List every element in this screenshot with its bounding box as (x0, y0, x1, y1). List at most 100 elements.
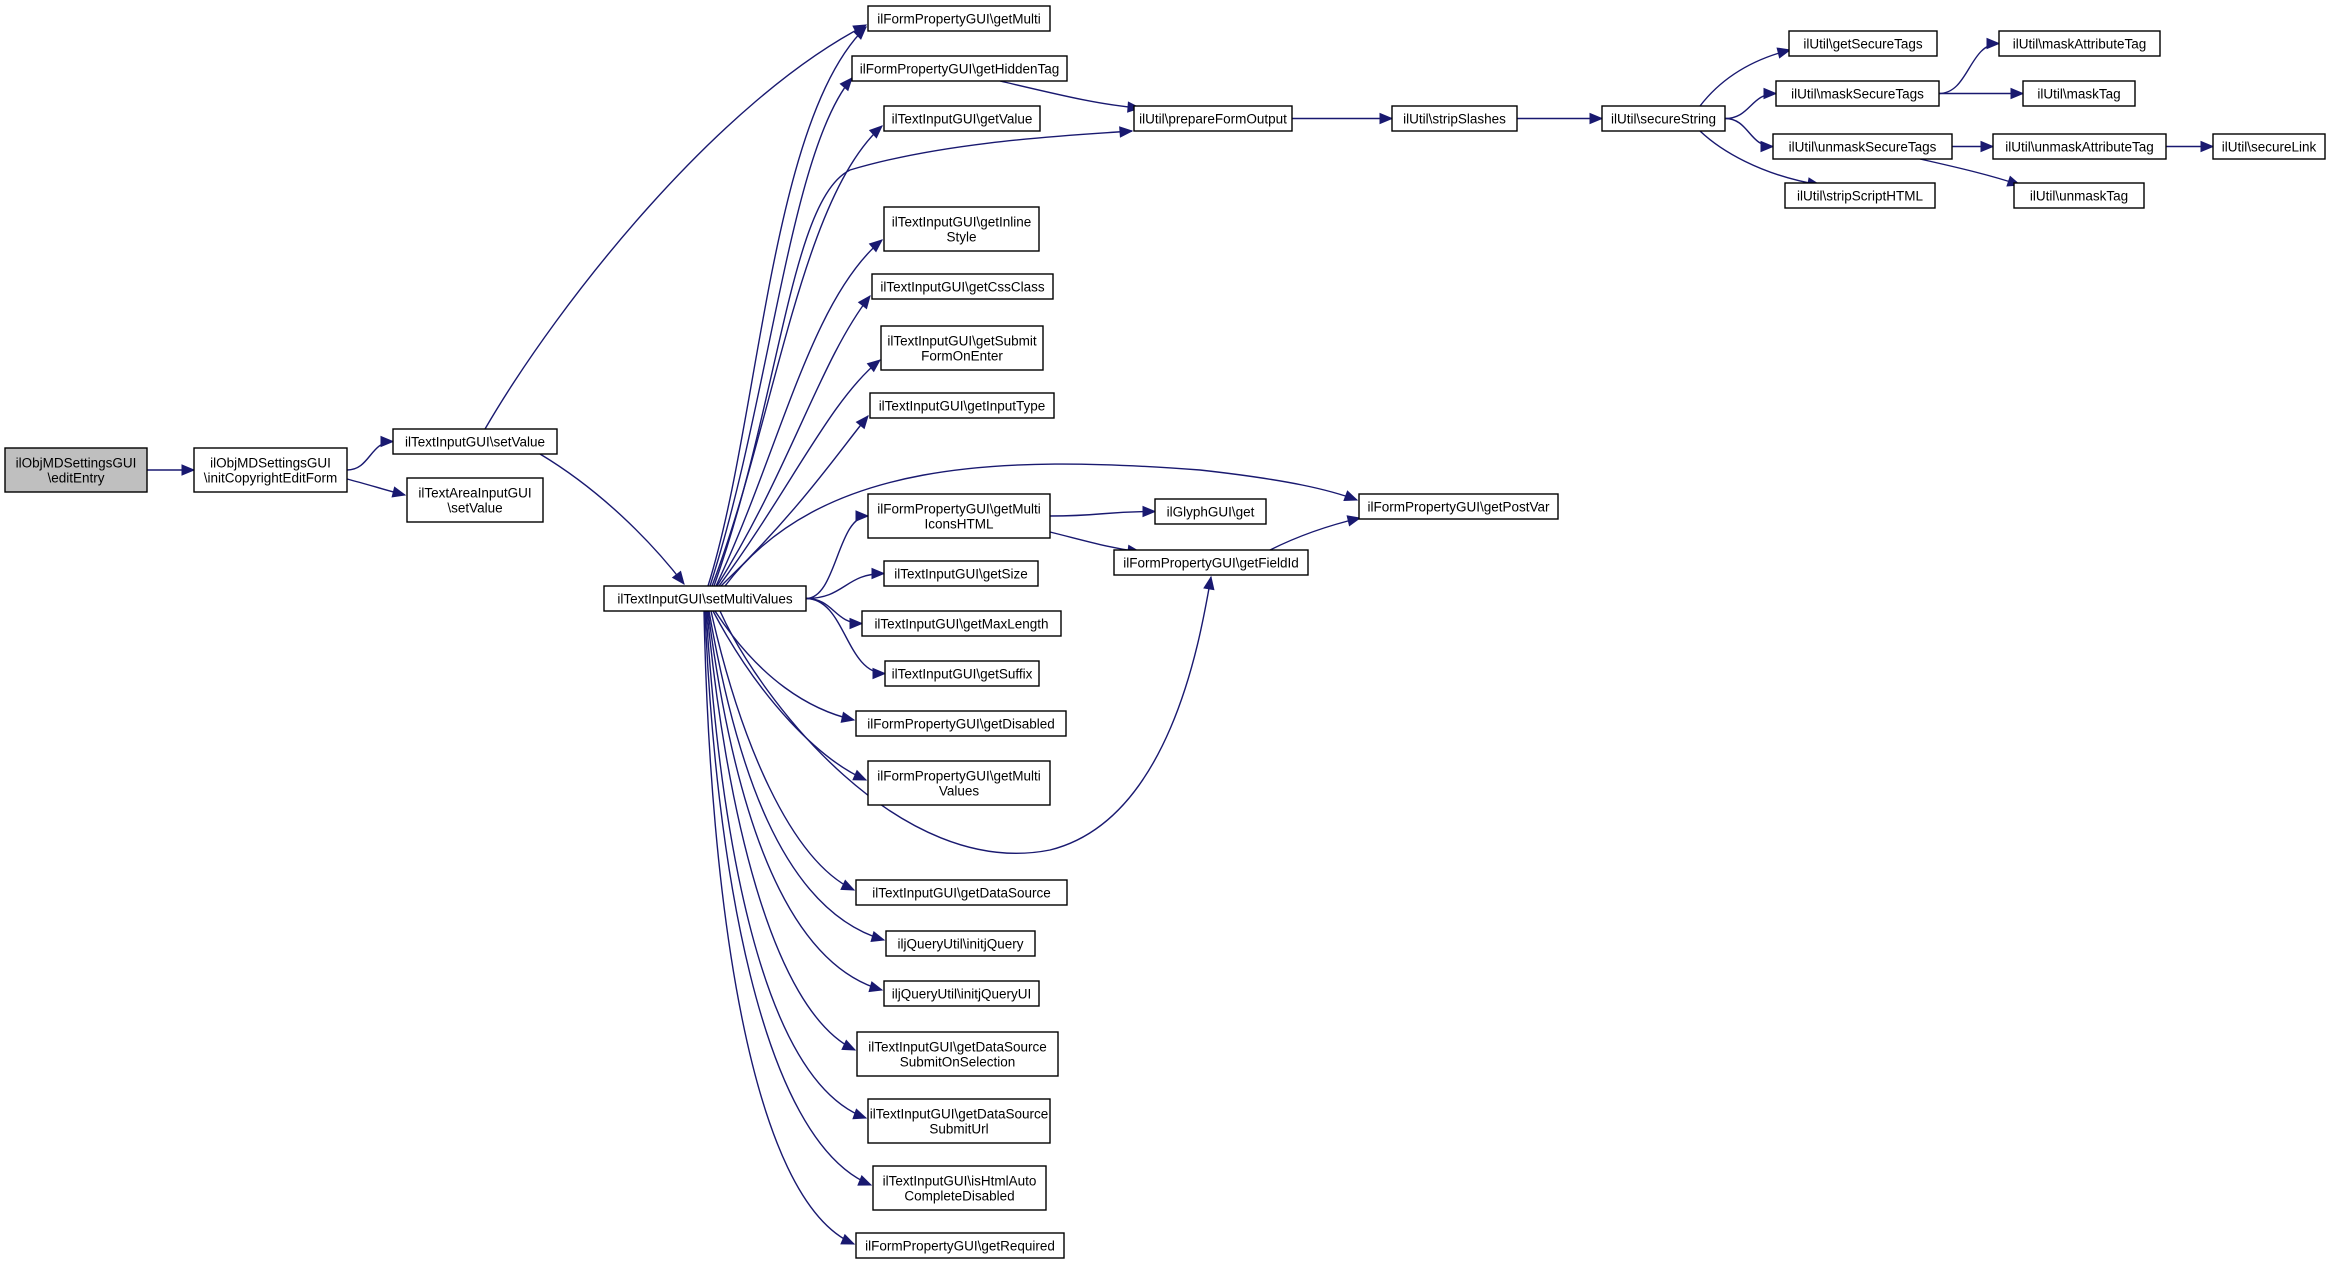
node-iljqueryutil-initjqueryui[interactable]: iljQueryUtil\initjQueryUI (883, 980, 1040, 1007)
node-label: ilUtil\getSecureTags (1803, 37, 1923, 52)
node-label: ilTextInputGUI\isHtmlAuto (883, 1174, 1037, 1189)
node-label: SubmitOnSelection (900, 1055, 1016, 1070)
node-ilglyphgui-get[interactable]: ilGlyphGUI\get (1154, 498, 1267, 525)
node-ilutil-maskattributetag[interactable]: ilUtil\maskAttributeTag (1998, 30, 2161, 57)
edge-n2-n4 (484, 24, 868, 430)
node-iltextareainputgui-setvalue[interactable]: ilTextAreaInputGUI\setValue (406, 477, 544, 523)
node-iltextinputgui-ishtmlautocompletedisabled[interactable]: ilTextInputGUI\isHtmlAutoCompleteDisable… (872, 1165, 1047, 1211)
arrowhead-icon (857, 294, 871, 310)
node-label: ilUtil\unmaskAttributeTag (2005, 140, 2154, 155)
node-iltextinputgui-getinputtype[interactable]: ilTextInputGUI\getInputType (869, 392, 1055, 419)
node-label: \editEntry (47, 471, 104, 486)
node-ilutil-unmasktag[interactable]: ilUtil\unmaskTag (2013, 182, 2145, 209)
node-ilobjmdsettingsgui-initcopyrighteditform[interactable]: ilObjMDSettingsGUI\initCopyrightEditForm (193, 447, 348, 493)
edge-line (715, 239, 883, 587)
node-label: ilGlyphGUI\get (1167, 505, 1255, 520)
node-iltextinputgui-getsuffix[interactable]: ilTextInputGUI\getSuffix (884, 660, 1040, 687)
node-ilutil-unmasksecuretags[interactable]: ilUtil\unmaskSecureTags (1772, 133, 1953, 160)
arrowhead-icon (868, 981, 884, 993)
node-iltextinputgui-getcssclass[interactable]: ilTextInputGUI\getCssClass (871, 273, 1054, 300)
node-box (193, 447, 348, 493)
node-iltextinputgui-setvalue[interactable]: ilTextInputGUI\setValue (392, 428, 558, 455)
node-box (1358, 493, 1559, 520)
edge-line (714, 610, 855, 721)
node-box (1601, 105, 1726, 132)
edge-line (1919, 158, 2021, 186)
edge-line (706, 610, 856, 1051)
arrowhead-icon (1980, 140, 1995, 153)
arrowhead-icon (840, 711, 856, 723)
node-iltextinputgui-getvalue[interactable]: ilTextInputGUI\getValue (883, 105, 1041, 132)
edge-line (1269, 517, 1361, 551)
arrowhead-icon (872, 667, 887, 680)
arrowhead-icon (391, 486, 407, 498)
node-box (883, 560, 1039, 587)
node-box (883, 105, 1041, 132)
node-iljqueryutil-initjquery[interactable]: iljQueryUtil\initjQuery (885, 930, 1036, 957)
node-label: ilUtil\maskTag (2037, 87, 2120, 102)
node-ilutil-unmaskattributetag[interactable]: ilUtil\unmaskAttributeTag (1992, 133, 2167, 160)
node-ilformpropertygui-getmulti[interactable]: ilFormPropertyGUI\getMulti (867, 5, 1051, 32)
node-iltextinputgui-setmultivalues[interactable]: ilTextInputGUI\setMultiValues (603, 585, 807, 612)
edge-n5-n21 (710, 610, 856, 891)
node-label: ilUtil\stripSlashes (1403, 112, 1506, 127)
node-box (855, 1232, 1065, 1259)
edge-line (720, 415, 869, 587)
node-ilutil-masksecuretags[interactable]: ilUtil\maskSecureTags (1775, 80, 1940, 107)
arrowhead-icon (857, 1174, 873, 1186)
node-ilutil-stripscripthtml[interactable]: ilUtil\stripScriptHTML (1784, 182, 1936, 209)
arrowhead-icon (1986, 37, 2001, 50)
edge-n0-n1 (147, 464, 196, 476)
arrowhead-icon (1142, 505, 1157, 518)
node-label: ilUtil\prepareFormOutput (1139, 112, 1287, 127)
node-ilutil-stripslashes[interactable]: ilUtil\stripSlashes (1391, 105, 1518, 132)
node-ilutil-masktag[interactable]: ilUtil\maskTag (2022, 80, 2136, 107)
node-iltextinputgui-getmaxlength[interactable]: ilTextInputGUI\getMaxLength (861, 610, 1062, 637)
node-label: FormOnEnter (921, 349, 1003, 364)
node-label: \initCopyrightEditForm (204, 471, 338, 486)
edge-n5-n22 (708, 610, 886, 943)
node-label: Style (946, 230, 976, 245)
node-label: ilTextInputGUI\getMaxLength (874, 617, 1048, 632)
node-box (855, 710, 1067, 737)
node-box (1775, 80, 1940, 107)
node-ilformpropertygui-getdisabled[interactable]: ilFormPropertyGUI\getDisabled (855, 710, 1067, 737)
edge-line (539, 453, 685, 585)
edge-n32-n36 (1939, 87, 2025, 100)
node-ilutil-securestring[interactable]: ilUtil\secureString (1601, 105, 1726, 132)
edge-n37-n39 (2165, 140, 2215, 153)
arrowhead-icon (870, 931, 886, 943)
node-ilformpropertygui-getpostvar[interactable]: ilFormPropertyGUI\getPostVar (1358, 493, 1559, 520)
node-ilutil-getsecuretags[interactable]: ilUtil\getSecureTags (1788, 30, 1938, 57)
node-box (2022, 80, 2136, 107)
node-box (1998, 30, 2161, 57)
node-ilutil-prepareformoutput[interactable]: ilUtil\prepareFormOutput (1133, 105, 1293, 132)
edge-n5-n10 (716, 294, 871, 587)
edge-line (724, 463, 1358, 587)
node-iltextinputgui-getsize[interactable]: ilTextInputGUI\getSize (883, 560, 1039, 587)
node-iltextinputgui-getdatasourcesubmitonselection[interactable]: ilTextInputGUI\getDataSourceSubmitOnSele… (856, 1031, 1059, 1077)
edge-n5-n16 (719, 575, 1215, 854)
node-ilobjmdsettingsgui-editentry[interactable]: ilObjMDSettingsGUI\editEntry (4, 447, 148, 493)
edge-n30-n31 (1699, 47, 1792, 107)
node-ilutil-securelink[interactable]: ilUtil\secureLink (2212, 133, 2326, 160)
arrowhead-icon (1346, 515, 1362, 527)
node-ilformpropertygui-gethiddentag[interactable]: ilFormPropertyGUI\getHiddenTag (851, 55, 1068, 82)
node-ilformpropertygui-getfieldid[interactable]: ilFormPropertyGUI\getFieldId (1113, 549, 1309, 576)
node-label: ilTextInputGUI\getDataSource (870, 1107, 1049, 1122)
edge-n5-n12 (720, 414, 869, 587)
node-label: ilTextInputGUI\getInline (892, 215, 1032, 230)
arrowhead-icon (1119, 126, 1134, 138)
node-iltextinputgui-getdatasource[interactable]: ilTextInputGUI\getDataSource (855, 879, 1068, 906)
node-ilformpropertygui-getrequired[interactable]: ilFormPropertyGUI\getRequired (855, 1232, 1065, 1259)
node-label: IconsHTML (924, 517, 994, 532)
arrowhead-icon (852, 1108, 868, 1120)
arrowhead-icon (868, 125, 883, 139)
edge-n5-n26 (704, 610, 873, 1186)
node-label: ilUtil\unmaskTag (2030, 189, 2128, 204)
